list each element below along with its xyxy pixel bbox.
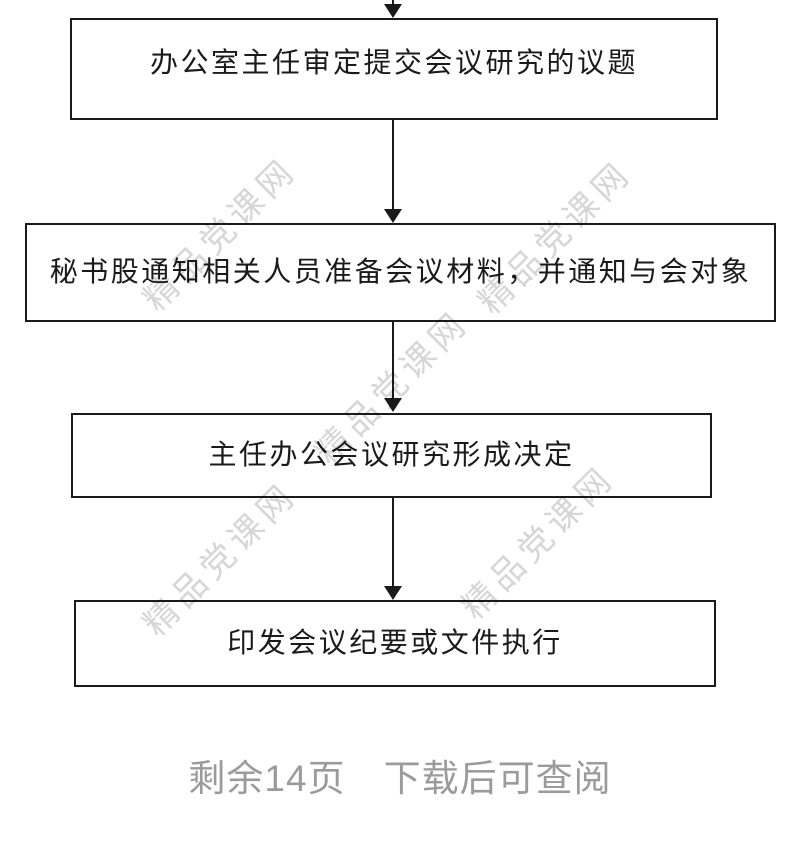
flow-box-step-3: 主任办公会议研究形成决定 xyxy=(71,413,712,498)
flow-box-step-2: 秘书股通知相关人员准备会议材料，并通知与会对象 xyxy=(25,223,776,322)
connector-3-4-arrowhead-icon xyxy=(384,586,402,600)
incoming-arrow-line xyxy=(392,0,394,5)
connector-1-2-line xyxy=(392,120,394,210)
flow-box-step-4-label: 印发会议纪要或文件执行 xyxy=(227,627,563,659)
connector-2-3-arrowhead-icon xyxy=(384,398,402,412)
flow-box-step-1-label: 办公室主任审定提交会议研究的议题 xyxy=(149,48,638,80)
flow-box-step-1: 办公室主任审定提交会议研究的议题 xyxy=(70,18,718,120)
connector-3-4-line xyxy=(392,498,394,587)
connector-1-2-arrowhead-icon xyxy=(384,209,402,223)
remaining-pages-note: 剩余14页 下载后可查阅 xyxy=(188,758,612,799)
flow-box-step-3-label: 主任办公会议研究形成决定 xyxy=(208,439,575,471)
connector-2-3-line xyxy=(392,322,394,399)
flow-box-step-4: 印发会议纪要或文件执行 xyxy=(74,600,716,687)
incoming-arrow-head-icon xyxy=(384,4,402,18)
flow-box-step-2-label: 秘书股通知相关人员准备会议材料，并通知与会对象 xyxy=(49,256,752,288)
